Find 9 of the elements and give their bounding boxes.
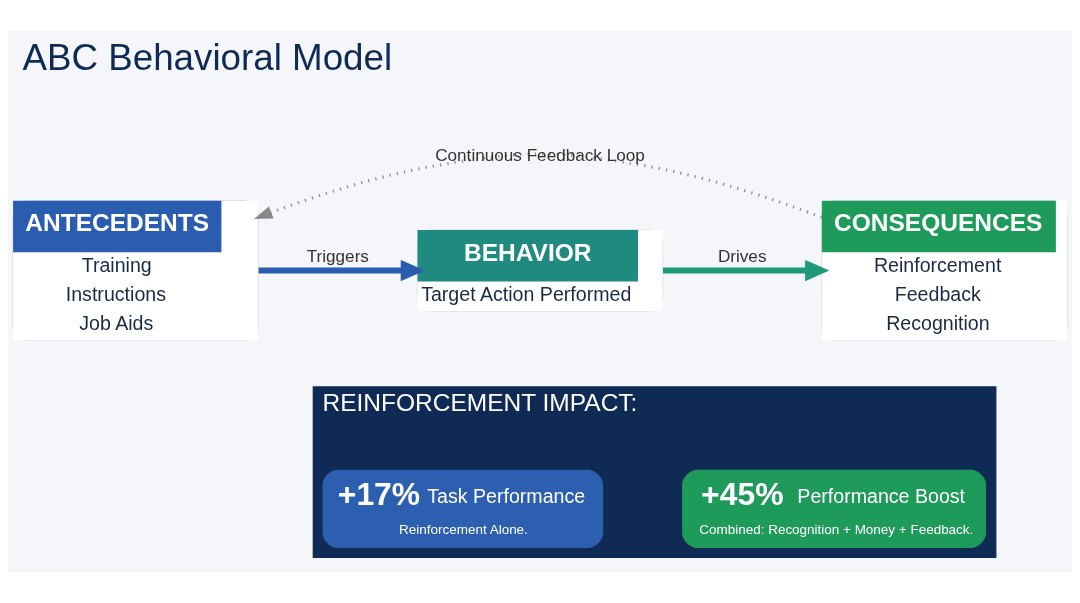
arrow bbox=[258, 260, 425, 282]
diagram-title: ABC Behavioral Model bbox=[22, 37, 393, 79]
edge-label: Drives bbox=[717, 246, 767, 267]
node-box: +17% Task Performance Reinforcement Alone. bbox=[322, 469, 604, 549]
edge-label: Triggers bbox=[306, 246, 369, 267]
node-box: +45% Performance Boost Combined: Recognition + Money + Feedback. bbox=[682, 469, 987, 549]
arrow bbox=[662, 260, 830, 282]
arrow bbox=[254, 152, 823, 219]
edge-label: Continuous Feedback Loop bbox=[435, 144, 645, 165]
